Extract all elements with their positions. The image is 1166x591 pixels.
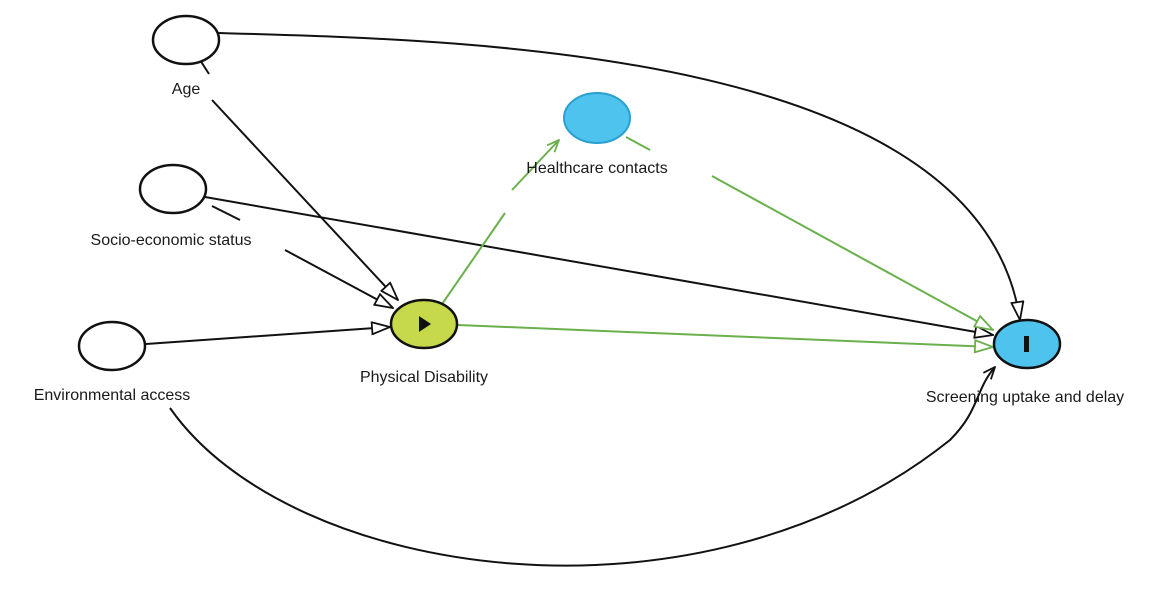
edge-ses-to-disability	[211, 205, 393, 308]
node-exposure[interactable]: Physical Disability	[360, 298, 488, 386]
edge-disability-to-screening	[457, 324, 993, 347]
node-ses[interactable]: Socio-economic status	[91, 163, 252, 249]
edge-disability-to-healthcare	[439, 140, 559, 308]
node-outcome[interactable]: Screening uptake and delay	[926, 318, 1124, 406]
node-mediator-label: Healthcare contacts	[526, 160, 667, 177]
node-exposure-label: Physical Disability	[360, 369, 488, 386]
edge-env-to-disability	[145, 327, 390, 345]
edges-layer	[145, 32, 1020, 567]
node-env-circle[interactable]	[77, 320, 147, 372]
edge-age-to-disability	[199, 59, 398, 300]
node-age-label: Age	[172, 81, 201, 98]
node-age[interactable]: Age	[151, 14, 221, 98]
node-mediator[interactable]: Healthcare contacts	[526, 92, 668, 177]
node-outcome-label: Screening uptake and delay	[926, 389, 1124, 406]
node-age-circle[interactable]	[151, 14, 221, 66]
node-env-label: Environmental access	[34, 387, 191, 404]
node-env[interactable]: Environmental access	[34, 320, 191, 404]
node-ses-circle[interactable]	[138, 163, 208, 215]
node-mediator-circle[interactable]	[563, 92, 631, 144]
outcome-bar-icon	[1024, 336, 1029, 352]
edge-healthcare-to-screening	[625, 136, 993, 330]
edge-ses-to-screening	[204, 196, 993, 335]
edge-age-to-screening	[217, 32, 1020, 320]
nodes-layer: Age Socio-economic status Environmental …	[34, 14, 1124, 406]
play-icon	[419, 316, 431, 332]
node-ses-label: Socio-economic status	[91, 232, 252, 249]
edge-env-to-screening	[169, 367, 995, 567]
